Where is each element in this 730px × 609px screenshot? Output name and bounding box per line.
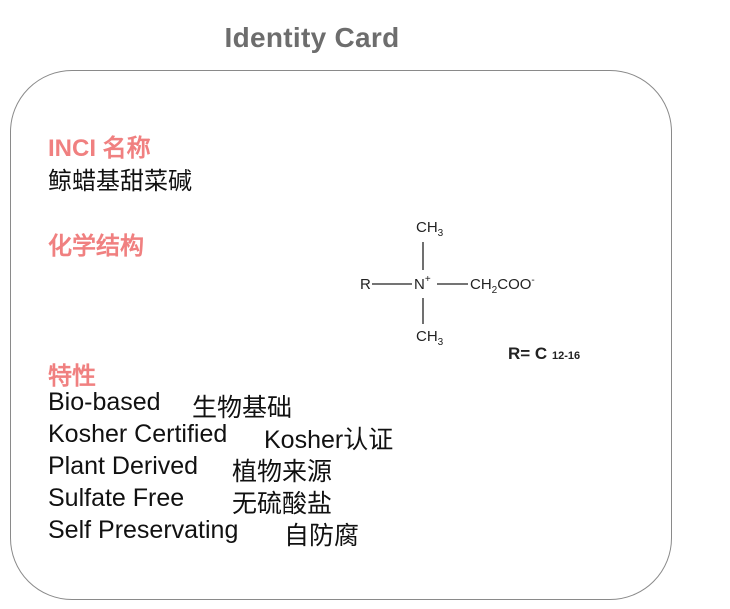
- ch2coo-label: CH2COO-: [470, 275, 535, 296]
- identity-card-frame: [10, 70, 672, 600]
- page-title: Identity Card: [224, 22, 400, 53]
- ch3-bottom-label: CH3: [416, 328, 444, 348]
- traits-label: 特性: [48, 363, 96, 390]
- ch3-top-label: CH3: [416, 219, 444, 239]
- chemical-structure-diagram: CH3 R N+ CH2COO- CH3: [360, 219, 535, 348]
- inci-value: 鲸蜡基甜菜碱: [48, 168, 192, 195]
- r-chain-range: R= C 12-16: [508, 344, 581, 363]
- nitrogen-label: N+: [414, 274, 431, 293]
- inci-label: INCI 名称: [48, 135, 151, 162]
- r-group-label: R: [360, 276, 371, 293]
- structure-label: 化学结构: [48, 233, 144, 260]
